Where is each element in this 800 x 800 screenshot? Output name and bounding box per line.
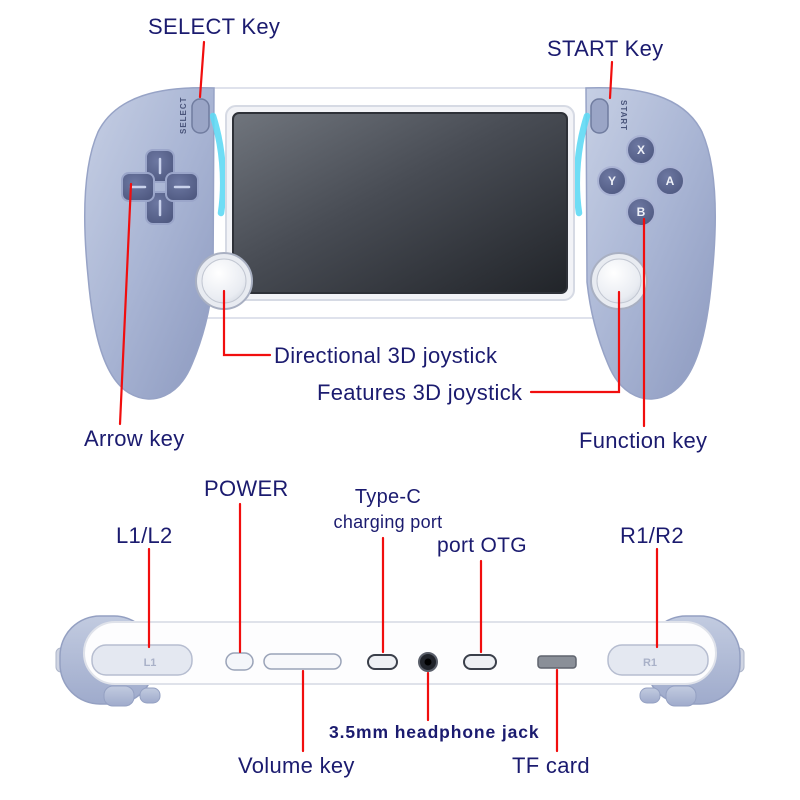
r1r2-label: R1/R2 xyxy=(620,523,684,548)
left-foot-outer xyxy=(103,685,135,707)
start-button-text: START xyxy=(619,100,628,131)
start-button xyxy=(590,98,609,134)
port-otg-label: port OTG xyxy=(437,534,527,557)
l1l2-label: L1/L2 xyxy=(116,523,173,548)
connector-arrow-key xyxy=(118,182,133,426)
action-buttons: X Y A B xyxy=(597,135,685,227)
select-button xyxy=(191,98,210,134)
typec-charging-port xyxy=(367,654,398,670)
y-button xyxy=(597,166,627,196)
a-button-text: A xyxy=(666,174,675,188)
right-grip xyxy=(585,87,716,400)
connector-lines xyxy=(118,40,659,753)
otg-port xyxy=(463,654,497,670)
screen xyxy=(232,112,568,294)
typec-label-line2: charging port xyxy=(333,512,443,532)
function-key-label: Function key xyxy=(579,428,708,453)
arrow-key-label: Arrow key xyxy=(84,426,185,451)
console-edge-view: L1 R1 xyxy=(55,615,745,707)
connector-select-key xyxy=(198,40,206,99)
typec-label-line1: Type-C xyxy=(354,486,422,508)
r1-button-text: R1 xyxy=(643,657,657,669)
console-front-view: SELECT START X Y xyxy=(84,87,716,400)
select-key-label: SELECT Key xyxy=(148,14,281,39)
r1-shoulder-button xyxy=(607,644,709,676)
power-label: POWER xyxy=(204,476,289,501)
headphone-jack-label: 3.5mm headphone jack xyxy=(329,722,540,742)
left-foot-inner xyxy=(139,687,161,704)
right-foot-outer xyxy=(665,685,697,707)
connector-start-key xyxy=(608,60,614,100)
directional-joystick-label: Directional 3D joystick xyxy=(274,343,498,368)
typec-charging-port-label: Type-C charging port xyxy=(318,486,458,533)
connector-features-joystick xyxy=(529,290,621,394)
b-button xyxy=(626,197,656,227)
l1-button-text: L1 xyxy=(144,657,157,669)
y-button-text: Y xyxy=(608,174,616,188)
tf-card-label: TF card xyxy=(512,753,590,778)
left-accent-glow xyxy=(209,112,227,217)
start-key-label: START Key xyxy=(547,36,664,61)
a-button xyxy=(655,166,685,196)
right-foot-inner xyxy=(639,687,661,704)
volume-rocker xyxy=(263,653,342,670)
volume-key-label: Volume key xyxy=(238,753,355,778)
connector-directional-joystick xyxy=(222,289,272,357)
features-joystick-label: Features 3D joystick xyxy=(317,380,523,405)
power-button xyxy=(225,652,254,671)
left-grip xyxy=(84,87,215,400)
select-button-text: SELECT xyxy=(179,96,188,134)
tf-card-slot xyxy=(537,655,577,669)
x-button xyxy=(626,135,656,165)
right-accent-glow xyxy=(573,112,591,217)
headphone-jack-hole xyxy=(424,658,432,666)
b-button-text: B xyxy=(637,205,646,219)
left-joystick xyxy=(195,252,253,310)
l1-shoulder-button xyxy=(91,644,193,676)
x-button-text: X xyxy=(637,143,645,157)
